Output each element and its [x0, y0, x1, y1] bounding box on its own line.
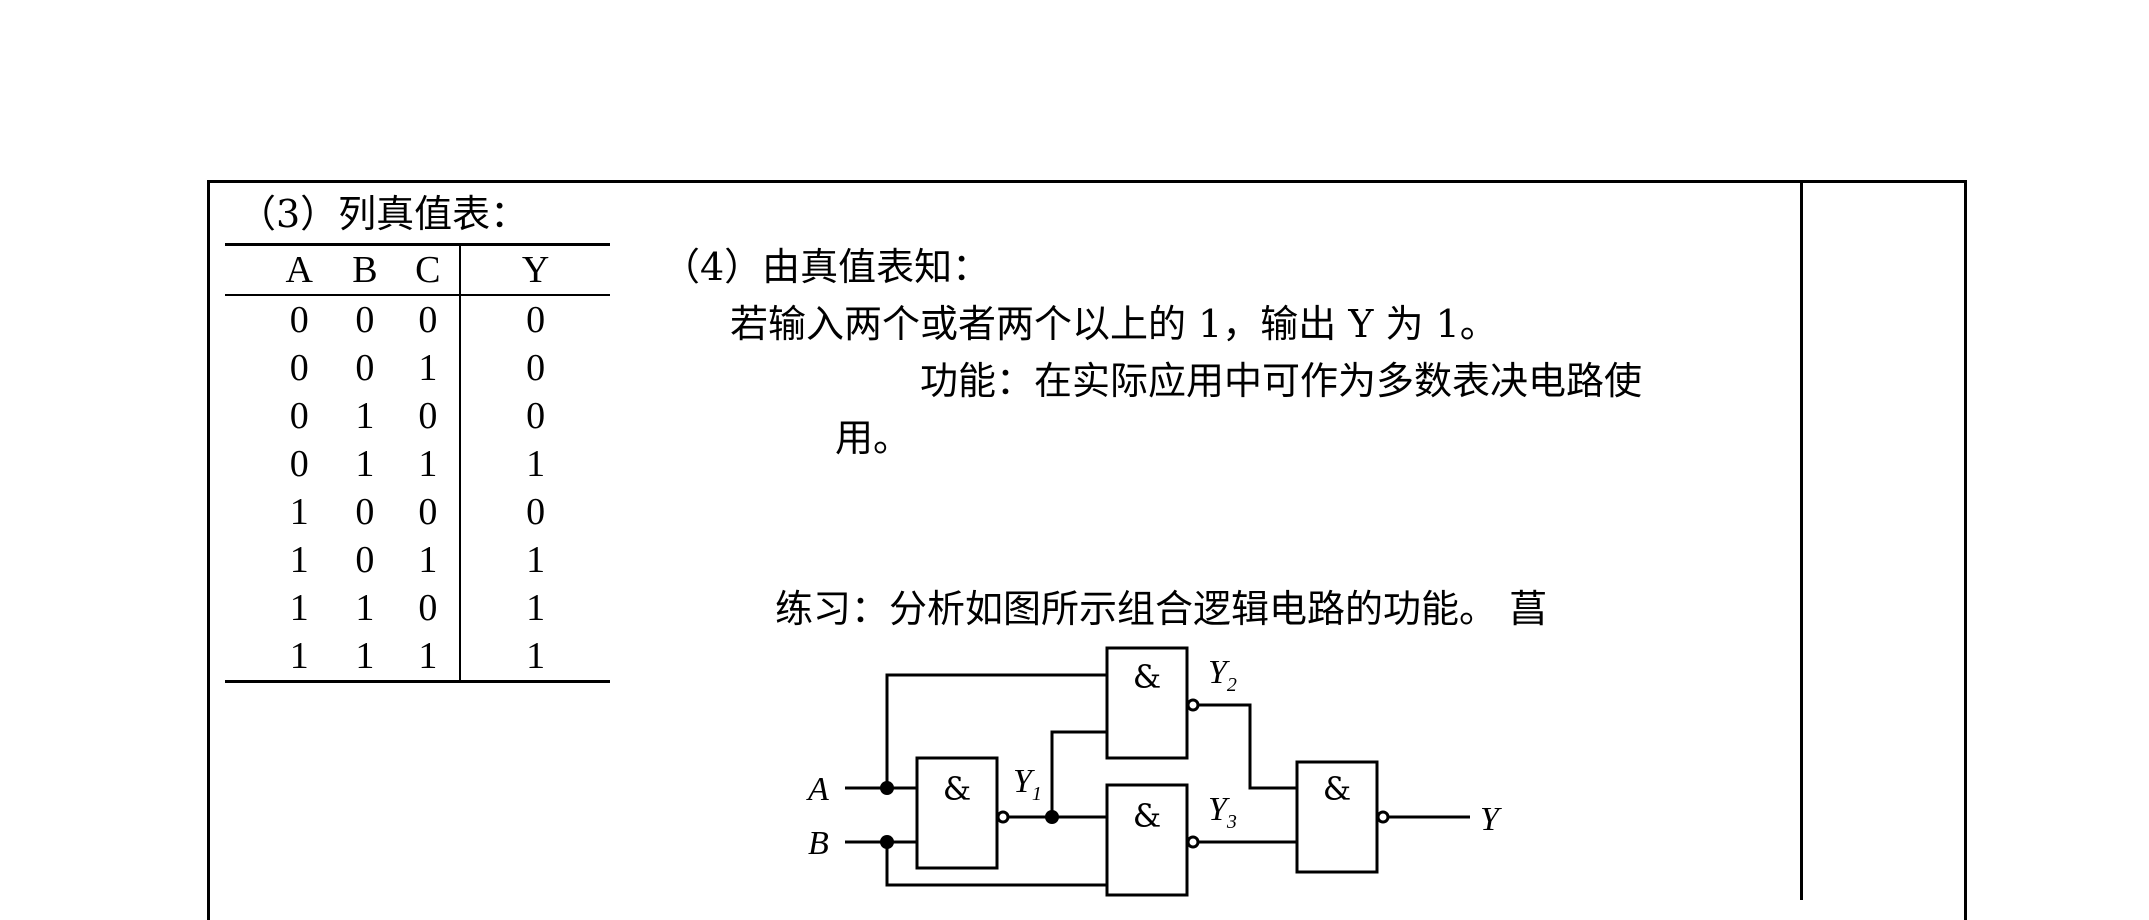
conclusion-line-1: 若输入两个或者两个以上的 1，输出 Y 为 1。: [730, 302, 1498, 346]
input-cell: 1: [418, 347, 438, 389]
junction-dot-a: [880, 781, 894, 795]
input-cell: 1: [289, 587, 309, 629]
header-a: A: [285, 249, 313, 291]
function-line-continued: 用。: [835, 416, 912, 460]
logic-circuit-diagram: & & & & A B Y Y1 Y2 Y3: [806, 646, 1502, 897]
inversion-bubble-2: [1186, 698, 1200, 712]
wire-a-to-gate2: [885, 673, 1107, 788]
input-cell: 1: [289, 635, 309, 677]
input-cell: 1: [355, 635, 375, 677]
input-cell: 0: [355, 347, 375, 389]
output-cell: 1: [459, 584, 610, 632]
nand-gate-1: [915, 756, 999, 870]
input-cell: 0: [289, 299, 309, 341]
wire-y2: [1198, 703, 1297, 790]
junction-dot-y1: [1045, 810, 1059, 824]
input-cell: 1: [418, 635, 438, 677]
conclusion-heading: （4）由真值表知：: [662, 245, 991, 289]
signal-y2-label: Y2: [1208, 654, 1237, 696]
input-cell: 1: [355, 587, 375, 629]
output-cell: 0: [459, 295, 610, 344]
input-cell: 0: [289, 443, 309, 485]
gate-symbol-4: &: [1323, 770, 1351, 808]
inversion-bubble-4: [1376, 810, 1390, 824]
output-cell: 0: [459, 488, 610, 536]
input-cell: 1: [289, 491, 309, 533]
input-cell: 1: [289, 539, 309, 581]
truth-table-header-row: A B C Y: [225, 244, 610, 295]
content-frame: [207, 180, 1967, 920]
output-cell: 1: [459, 536, 610, 584]
output-cell: 0: [459, 392, 610, 440]
truth-table-heading: （3）列真值表：: [238, 192, 529, 236]
input-cell: 0: [355, 491, 375, 533]
input-cell: 0: [418, 299, 438, 341]
header-c: C: [415, 249, 441, 291]
output-cell: 0: [459, 344, 610, 392]
input-cell: 1: [418, 539, 438, 581]
function-line: 功能：在实际应用中可作为多数表决电路使: [920, 359, 1643, 403]
input-cell: 0: [418, 587, 438, 629]
wire-b-to-gate3: [885, 842, 1107, 887]
gate-symbol-3: &: [1133, 797, 1161, 835]
junction-dot-b: [880, 835, 894, 849]
input-cell: 1: [418, 443, 438, 485]
input-cell: 1: [355, 443, 375, 485]
wire-y1-to-gate2: [1008, 730, 1107, 819]
gate-symbol-2: &: [1133, 658, 1161, 696]
signal-y1-label: Y1: [1013, 763, 1042, 805]
input-cell: 0: [418, 395, 438, 437]
input-label-a: A: [806, 771, 829, 808]
input-cell: 0: [355, 539, 375, 581]
output-cell: 1: [459, 440, 610, 488]
gate-symbol-1: &: [943, 770, 971, 808]
input-cell: 0: [355, 299, 375, 341]
input-cell: 0: [418, 491, 438, 533]
output-cell: 1: [459, 632, 610, 682]
header-b: B: [352, 249, 378, 291]
inversion-bubble-1: [996, 810, 1010, 824]
input-cell: 1: [355, 395, 375, 437]
signal-y3-label: Y3: [1208, 791, 1237, 833]
column-divider: [1800, 180, 1803, 900]
output-label-y: Y: [1480, 801, 1502, 838]
header-y: Y: [459, 244, 610, 295]
input-label-b: B: [808, 825, 829, 862]
inversion-bubble-3: [1186, 835, 1200, 849]
input-cell: 0: [289, 395, 309, 437]
input-cell: 0: [289, 347, 309, 389]
exercise-prompt: 练习：分析如图所示组合逻辑电路的功能。 菖: [775, 587, 1548, 631]
